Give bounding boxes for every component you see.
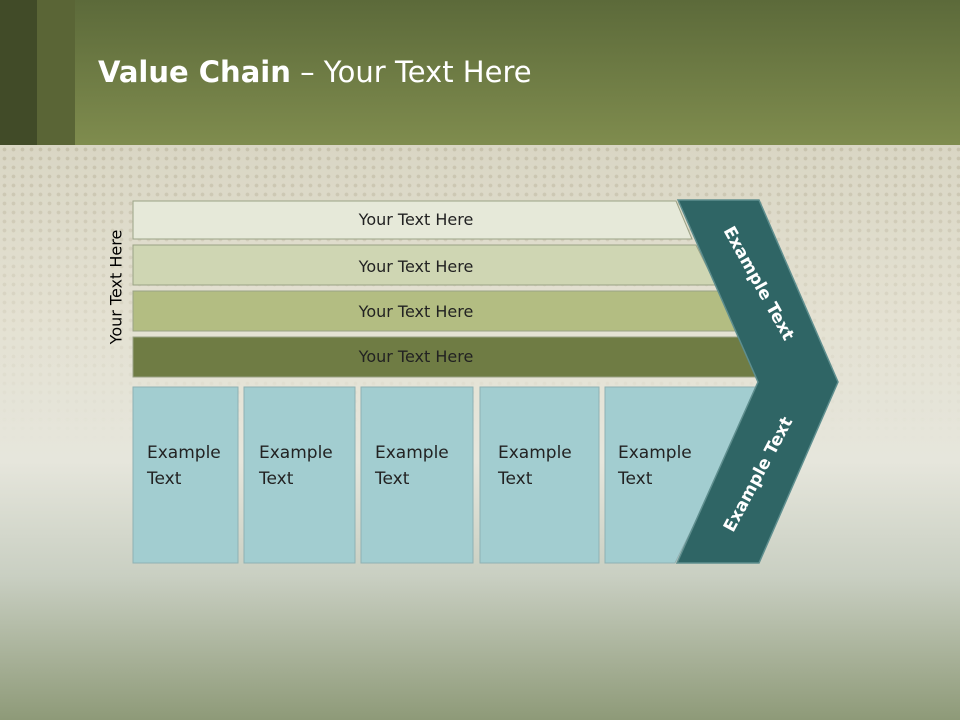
column-3-line-1: Example bbox=[375, 443, 449, 463]
bar-1-label: Your Text Here bbox=[358, 210, 474, 229]
bar-3-label: Your Text Here bbox=[358, 302, 474, 321]
bar-1 bbox=[132, 200, 693, 240]
column-box-1 bbox=[132, 386, 239, 564]
header-stripe-dark bbox=[0, 0, 37, 145]
floor-reflection bbox=[132, 564, 827, 720]
column-4-text: Example Text bbox=[498, 440, 572, 492]
title-bold-part: Value Chain bbox=[98, 55, 291, 89]
column-3-text: Example Text bbox=[375, 440, 449, 492]
column-2-line-1: Example bbox=[259, 443, 333, 463]
column-1-text: Example Text bbox=[147, 440, 221, 492]
chevron-arrow bbox=[675, 199, 839, 564]
header-stripe-mid bbox=[37, 0, 75, 145]
slide-title: Value Chain – Your Text Here bbox=[98, 55, 532, 89]
slide-header: Value Chain – Your Text Here bbox=[0, 0, 960, 145]
column-5-text: Example Text bbox=[618, 440, 692, 492]
column-4-line-2: Text bbox=[498, 469, 533, 489]
column-1-line-1: Example bbox=[147, 443, 221, 463]
column-2-text: Example Text bbox=[259, 440, 333, 492]
column-box-4 bbox=[479, 386, 600, 564]
column-5-line-2: Text bbox=[618, 469, 653, 489]
column-1-line-2: Text bbox=[147, 469, 182, 489]
bar-4-label: Your Text Here bbox=[358, 347, 474, 366]
bar-2-label: Your Text Here bbox=[358, 257, 474, 276]
column-box-2 bbox=[243, 386, 356, 564]
title-rest-part: – Your Text Here bbox=[290, 55, 532, 89]
column-2-line-2: Text bbox=[259, 469, 294, 489]
column-5-line-1: Example bbox=[618, 443, 692, 463]
column-4-line-1: Example bbox=[498, 443, 572, 463]
column-box-3 bbox=[360, 386, 474, 564]
column-box-5 bbox=[604, 386, 763, 564]
column-3-line-2: Text bbox=[375, 469, 410, 489]
